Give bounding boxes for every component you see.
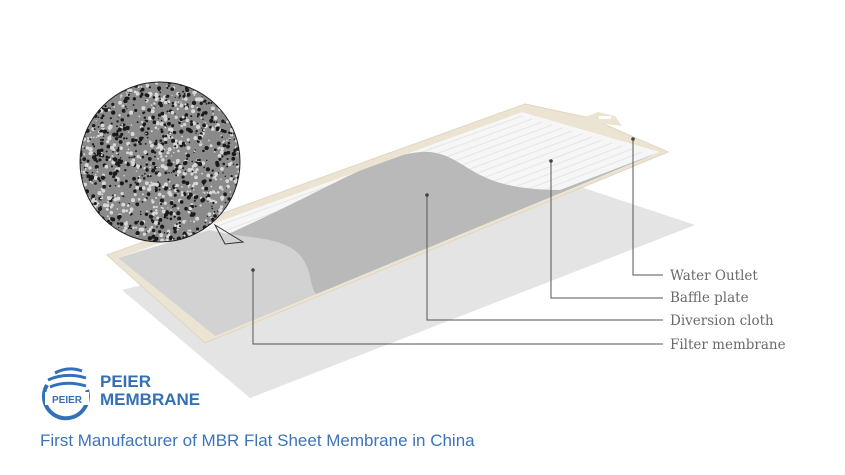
label-filter-membrane: Filter membrane [670,337,786,353]
peier-logo: PEIER [41,367,90,421]
leader-lines [252,139,663,345]
svg-text:PEIER: PEIER [52,395,83,406]
magnified-membrane [80,82,240,242]
brand-name-line1: PEIER [100,372,152,391]
tagline: First Manufacturer of MBR Flat Sheet Mem… [40,431,475,450]
diversion-cloth [215,151,660,336]
brand-name-line2: MEMBRANE [100,390,201,409]
label-water-outlet: Water Outlet [670,268,758,284]
zoom-pointer [213,223,245,245]
label-diversion-cloth: Diversion cloth [670,313,774,329]
label-baffle-plate: Baffle plate [670,290,749,306]
